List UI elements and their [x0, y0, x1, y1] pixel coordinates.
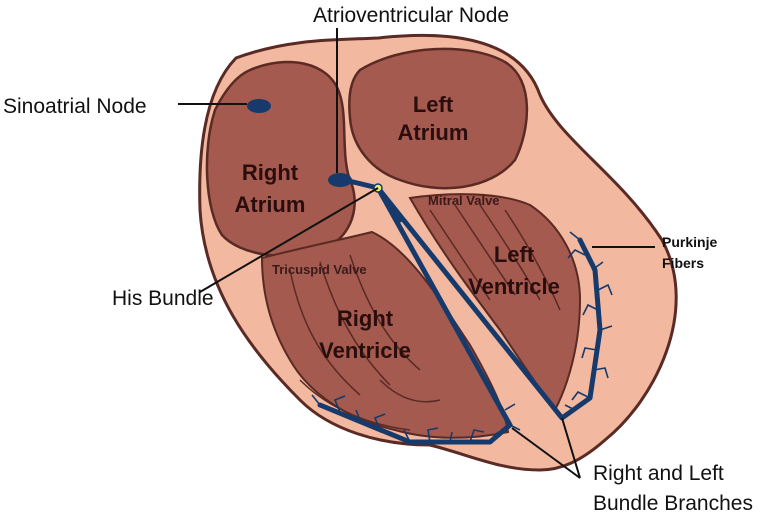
right-atrium-label-line2: Atrium	[235, 192, 306, 217]
sinoatrial-node	[247, 99, 271, 113]
right-atrium-chamber	[207, 62, 355, 256]
left-ventricle-label-line2: Ventricle	[468, 274, 560, 299]
mitral-valve-label: Mitral Valve	[428, 193, 500, 208]
tricuspid-valve-label: Tricuspid Valve	[272, 262, 367, 277]
bundle-branches-label-line2: Bundle Branches	[593, 492, 753, 515]
bundle-branches-label-line1: Right and Left	[593, 462, 724, 485]
left-atrium-chamber	[349, 49, 527, 188]
his-bundle-label: His Bundle	[112, 287, 214, 310]
right-ventricle-label-line2: Ventricle	[319, 338, 411, 363]
atrioventricular-node	[328, 173, 352, 187]
left-atrium-label-line1: Left	[413, 92, 454, 117]
purkinje-label-line1: Purkinje	[662, 234, 717, 250]
right-ventricle-label-line1: Right	[337, 306, 394, 331]
sinoatrial-node-label: Sinoatrial Node	[3, 95, 147, 118]
right-atrium-label-line1: Right	[242, 160, 299, 185]
left-ventricle-label-line1: Left	[494, 242, 535, 267]
left-atrium-label-line2: Atrium	[398, 120, 469, 145]
atrioventricular-node-label: Atrioventricular Node	[313, 4, 509, 27]
purkinje-label-line2: Fibers	[662, 255, 704, 271]
